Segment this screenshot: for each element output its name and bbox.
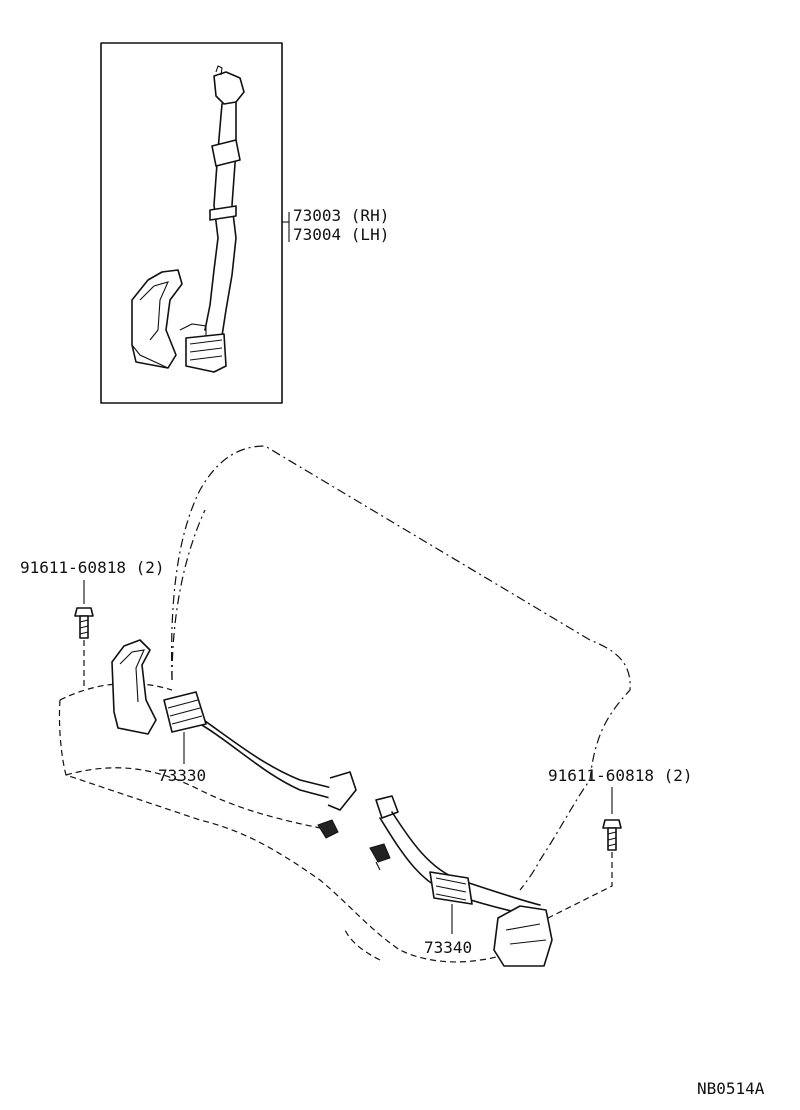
seat-back-outline xyxy=(171,445,631,891)
shoulder-belt-assembly xyxy=(131,65,245,373)
retractor-icon xyxy=(493,905,553,967)
inset-frame xyxy=(100,42,290,404)
buckle-icon xyxy=(163,691,207,733)
bolt-icon xyxy=(369,843,391,871)
left-bolt xyxy=(74,580,94,690)
bolt-icon xyxy=(74,607,94,639)
label-belt-lh: 73004 (LH) xyxy=(293,225,389,244)
label-belt-rh: 73003 (RH) xyxy=(293,206,389,225)
bolt-icon xyxy=(317,819,339,839)
anchor-icon xyxy=(213,65,245,105)
label-buckle-right: 73340 xyxy=(424,938,472,957)
figure-code: NB0514A xyxy=(697,1079,765,1098)
label-bolt-left: 91611-60818 (2) xyxy=(20,558,165,577)
left-lap-belt xyxy=(111,639,357,839)
retractor-icon xyxy=(131,269,183,369)
bolt-icon xyxy=(602,819,622,851)
right-lap-belt xyxy=(369,795,553,967)
retractor-icon xyxy=(111,639,157,735)
buckle-icon xyxy=(179,323,227,373)
label-buckle-left: 73330 xyxy=(158,766,206,785)
right-bolt xyxy=(547,787,622,919)
label-bolt-right: 91611-60818 (2) xyxy=(548,766,693,785)
buckle-icon xyxy=(429,871,473,905)
